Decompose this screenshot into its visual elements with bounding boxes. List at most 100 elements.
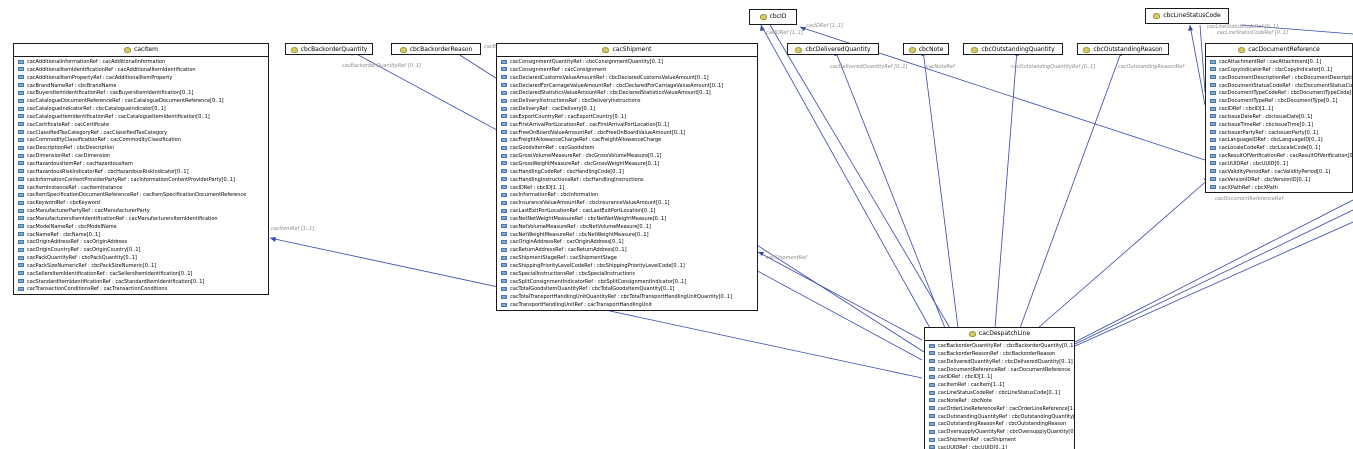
attribute-row[interactable]: cacTotalTransportHandlingUnitQuantityRef… (497, 294, 757, 302)
attribute-row[interactable]: cacAttachmentRef : cacAttachment[0..1] (1206, 59, 1352, 67)
attribute-row[interactable]: cacItemSpecificationDocumentReferenceRef… (14, 192, 268, 200)
attribute-row[interactable]: cacTransportHandlingUnitRef : cacTranspo… (497, 302, 757, 310)
attribute-row[interactable]: cacGoodsItemRef : cacGoodsItem (497, 145, 757, 153)
class-shipment[interactable]: cacShipment cacConsignmentQuantityRef : … (496, 43, 758, 311)
class-item[interactable]: cacItem cacAdditionalInformationRef : ca… (13, 43, 269, 295)
attribute-row[interactable]: cacNoteRef : cbcNote (925, 398, 1074, 406)
attribute-row[interactable]: cacCommodityClassificationRef : cacCommo… (14, 137, 268, 145)
attribute-row[interactable]: cacOversupplyQuantityRef : cbcOversupply… (925, 429, 1074, 437)
attribute-row[interactable]: cacCatalogueIndicatorRef : cbcCatalogueI… (14, 106, 268, 114)
attribute-row[interactable]: cacTotalGoodsItemQuantityRef : cbcTotalG… (497, 286, 757, 294)
attribute-row[interactable]: cacIDRef : cbcID[1..1] (497, 185, 757, 193)
attribute-row[interactable]: cacFreeOnBoardValueAmountRef : cbcFreeOn… (497, 130, 757, 138)
attribute-row[interactable]: cacModelNameRef : cbcModelName (14, 224, 268, 232)
attribute-row[interactable]: cacLineStatusCodeRef : cbcLineStatusCode… (925, 390, 1074, 398)
attribute-row[interactable]: cacIDRef : cbcID[1..1] (925, 374, 1074, 382)
attribute-row[interactable]: cacDeliveredQuantityRef : cbcDeliveredQu… (925, 359, 1074, 367)
attribute-row[interactable]: cacSellersItemIdentificationRef : cacSel… (14, 271, 268, 279)
attribute-row[interactable]: cacNetWeightMeasureRef : cbcNetWeightMea… (497, 232, 757, 240)
attribute-row[interactable]: cacLanguageIDRef : cbcLanguageID[0..1] (1206, 137, 1352, 145)
attribute-row[interactable]: cacBrandNameRef : cbcBrandName (14, 83, 268, 91)
attribute-row[interactable]: cacShipmentRef : cacShipment (925, 437, 1074, 445)
attribute-row[interactable]: cacOriginCountryRef : cacOriginCountry[0… (14, 247, 268, 255)
attribute-row[interactable]: cacVersionIDRef : cbcVersionID[0..1] (1206, 177, 1352, 185)
attribute-row[interactable]: cacReturnAddressRef : cacReturnAddress[0… (497, 247, 757, 255)
attribute-row[interactable]: cacDeclaredCustomsValueAmountRef : cbcDe… (497, 75, 757, 83)
attribute-row[interactable]: cacKeywordRef : cbcKeyword (14, 200, 268, 208)
attribute-row[interactable]: cacIssuerPartyRef : cacIssuerParty[0..1] (1206, 130, 1352, 138)
attribute-row[interactable]: cacUUIDRef : cbcUUID[0..1] (925, 445, 1074, 449)
class-despatch-line[interactable]: cacDespatchLine cacBackorderQuantityRef … (924, 327, 1075, 449)
attribute-row[interactable]: cacOutstandingReasonRef : cbcOutstanding… (925, 421, 1074, 429)
attribute-row[interactable]: cacPackQuantityRef : cbcPackQuantity[0..… (14, 255, 268, 263)
attribute-row[interactable]: cacOrderLineReferenceRef : cacOrderLineR… (925, 406, 1074, 414)
attribute-row[interactable]: cacOutstandingQuantityRef : cbcOutstandi… (925, 414, 1074, 422)
attribute-row[interactable]: cacPackSizeNumericRef : cbcPackSizeNumer… (14, 263, 268, 271)
class-outstanding-reason[interactable]: cbcOutstandingReason (1077, 43, 1169, 55)
attribute-row[interactable]: cacIDRef : cbcID[1..1] (1206, 106, 1352, 114)
attribute-row[interactable]: cacDeliveryInstructionsRef : cbcDelivery… (497, 98, 757, 106)
attribute-row[interactable]: cacInformationRef : cbcInformation (497, 192, 757, 200)
attribute-row[interactable]: cacDeclaredStatisticsValueAmountRef : cb… (497, 90, 757, 98)
class-outstanding-quantity[interactable]: cbcOutstandingQuantity (963, 43, 1063, 55)
attribute-row[interactable]: cacDeclaredForCarriageValueAmountRef : c… (497, 83, 757, 91)
attribute-row[interactable]: cacShippingPriorityLevelCodeRef : cbcShi… (497, 263, 757, 271)
attribute-row[interactable]: cacBackorderReasonRef : cbcBackorderReas… (925, 351, 1074, 359)
attribute-row[interactable]: cacOriginAddressRef : cacOriginAddress (14, 239, 268, 247)
attribute-row[interactable]: cacClassifiedTaxCategoryRef : cacClassif… (14, 130, 268, 138)
attribute-row[interactable]: cacShipmentStageRef : cacShipmentStage (497, 255, 757, 263)
attribute-row[interactable]: cacLocaleCodeRef : cbcLocaleCode[0..1] (1206, 145, 1352, 153)
attribute-row[interactable]: cacItemRef : cacItem[1..1] (925, 382, 1074, 390)
attribute-row[interactable]: cacFirstArrivalPortLocationRef : cacFirs… (497, 122, 757, 130)
class-backorder-reason[interactable]: cbcBackorderReason (391, 43, 481, 55)
attribute-row[interactable]: cacHazardousItemRef : cacHazardousItem (14, 161, 268, 169)
attribute-row[interactable]: cacDocumentDescriptionRef : cbcDocumentD… (1206, 75, 1352, 83)
attribute-row[interactable]: cacBackorderQuantityRef : cbcBackorderQu… (925, 343, 1074, 351)
attribute-row[interactable]: cacDocumentStatusCodeRef : cbcDocumentSt… (1206, 83, 1352, 91)
attribute-row[interactable]: cacConsignmentRef : cacConsignment (497, 67, 757, 75)
attribute-row[interactable]: cacNameRef : cbcName[0..1] (14, 232, 268, 240)
attribute-row[interactable]: cacCatalogueItemIdentificationRef : cacC… (14, 114, 268, 122)
attribute-row[interactable]: cacOriginAddressRef : cacOriginAddress[0… (497, 239, 757, 247)
attribute-row[interactable]: cacManufacturersItemIdentificationRef : … (14, 216, 268, 224)
attribute-row[interactable]: cacAdditionalInformationRef : cacAdditio… (14, 59, 268, 67)
attribute-row[interactable]: cacIssueTimeRef : cbcIssueTime[0..1] (1206, 122, 1352, 130)
attribute-row[interactable]: cacDocumentTypeRef : cbcDocumentType[0..… (1206, 98, 1352, 106)
attribute-row[interactable]: cacDescriptionRef : cbcDescription (14, 145, 268, 153)
attribute-row[interactable]: cacConsignmentQuantityRef : cbcConsignme… (497, 59, 757, 67)
attribute-row[interactable]: cacCertificateRef : cacCertificate (14, 122, 268, 130)
attribute-row[interactable]: cacGrossVolumeMeasureRef : cbcGrossVolum… (497, 153, 757, 161)
attribute-row[interactable]: cacHandlingCodeRef : cbcHandlingCode[0..… (497, 169, 757, 177)
attribute-row[interactable]: cacSpecialInstructionsRef : cbcSpecialIn… (497, 271, 757, 279)
class-backorder-quantity[interactable]: cbcBackorderQuantity (285, 43, 373, 55)
class-line-status-code[interactable]: cbcLineStatusCode (1145, 8, 1229, 24)
attribute-row[interactable]: cacCopyIndicatorRef : cbcCopyIndicator[0… (1206, 67, 1352, 75)
attribute-row[interactable]: cacAdditionalItemIdentificationRef : cac… (14, 67, 268, 75)
attribute-row[interactable]: cacGrossWeightMeasureRef : cbcGrossWeigh… (497, 161, 757, 169)
attribute-row[interactable]: cacAdditionalItemPropertyRef : cacAdditi… (14, 75, 268, 83)
class-delivered-quantity[interactable]: cbcDeliveredQuantity (787, 43, 879, 55)
attribute-row[interactable]: cacNetVolumeMeasureRef : cbcNetVolumeMea… (497, 224, 757, 232)
class-note[interactable]: cbcNote (903, 43, 949, 55)
attribute-row[interactable]: cacDocumentTypeCodeRef : cbcDocumentType… (1206, 90, 1352, 98)
attribute-row[interactable]: cacInsuranceValueAmountRef : cbcInsuranc… (497, 200, 757, 208)
attribute-row[interactable]: cacBuyersItemIdentificationRef : cacBuye… (14, 90, 268, 98)
attribute-row[interactable]: cacLastExitPortLocationRef : cacLastExit… (497, 208, 757, 216)
attribute-row[interactable]: cacStandardItemIdentificationRef : cacSt… (14, 279, 268, 287)
attribute-row[interactable]: cacCatalogueDocumentReferenceRef : cacCa… (14, 98, 268, 106)
attribute-row[interactable]: cacManufacturerPartyRef : cacManufacture… (14, 208, 268, 216)
attribute-row[interactable]: cacXPathRef : cbcXPath (1206, 185, 1352, 193)
attribute-row[interactable]: cacNetNetWeightMeasureRef : cbcNetNetWei… (497, 216, 757, 224)
attribute-row[interactable]: cacIssueDateRef : cbcIssueDate[0..1] (1206, 114, 1352, 122)
attribute-row[interactable]: cacItemInstanceRef : cacItemInstance (14, 185, 268, 193)
attribute-row[interactable]: cacValidityPeriodRef : cacValidityPeriod… (1206, 169, 1352, 177)
attribute-row[interactable]: cacDocumentReferenceRef : cacDocumentRef… (925, 367, 1074, 375)
attribute-row[interactable]: cacHazardousRiskIndicatorRef : cbcHazard… (14, 169, 268, 177)
attribute-row[interactable]: cacInformationContentProviderPartyRef : … (14, 177, 268, 185)
attribute-row[interactable]: cacDeliveryRef : cacDelivery[0..1] (497, 106, 757, 114)
class-id[interactable]: cbcID (749, 9, 797, 25)
attribute-row[interactable]: cacUUIDRef : cbcUUID[0..1] (1206, 161, 1352, 169)
attribute-row[interactable]: cacDimensionRef : cacDimension (14, 153, 268, 161)
attribute-row[interactable]: cacHandlingInstructionsRef : cbcHandling… (497, 177, 757, 185)
attribute-row[interactable]: cacTransactionConditionsRef : cacTransac… (14, 286, 268, 294)
